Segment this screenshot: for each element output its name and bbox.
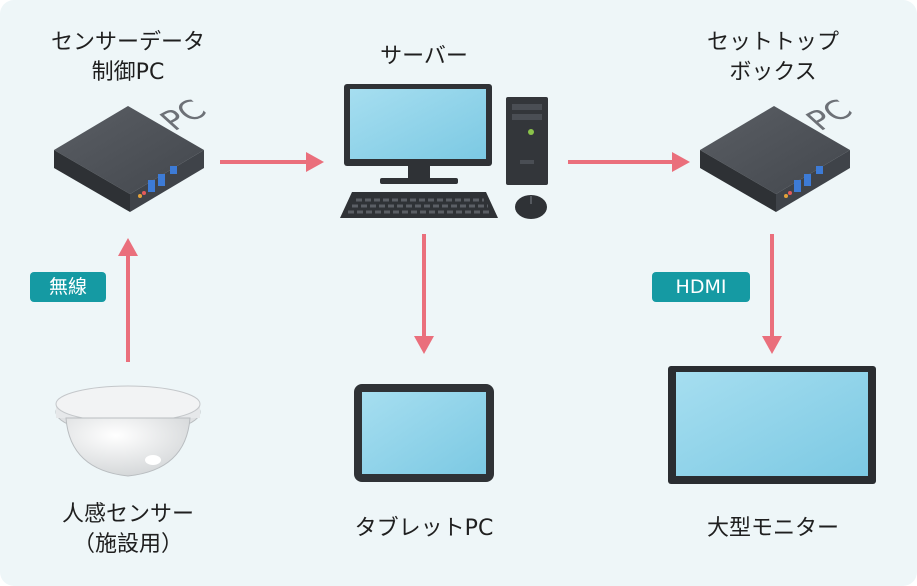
wireless-tag: 無線 — [30, 272, 106, 302]
hdmi-tag: HDMI — [652, 272, 750, 302]
tablet-icon — [354, 384, 494, 482]
arrow-server-to-tablet — [414, 234, 434, 354]
arrow-sensorpc-to-server — [220, 152, 324, 172]
server-tower-icon — [506, 97, 548, 185]
arrow-settopbox-to-monitor — [762, 234, 782, 354]
set-top-box-icon: PC — [700, 94, 861, 212]
mouse-icon — [515, 195, 547, 219]
server-monitor-icon — [344, 84, 492, 184]
large-monitor-icon — [668, 366, 876, 484]
arrow-sensor-to-sensorpc — [118, 238, 138, 362]
mini-pc-icon: PC — [54, 94, 215, 212]
arrow-server-to-settopbox — [568, 152, 690, 172]
motion-sensor-icon — [55, 385, 201, 477]
label-sensor-data-pc: センサーデータ 制御PC — [50, 30, 205, 85]
label-motion-sensor: 人感センサー （施設用） — [61, 502, 194, 557]
label-large-monitor: 大型モニター — [706, 516, 839, 541]
keyboard-icon — [340, 192, 498, 218]
label-server: サーバー — [380, 44, 468, 69]
label-set-top-box: セットトップ ボックス — [706, 30, 839, 85]
label-tablet-pc: タブレットPC — [354, 516, 494, 541]
